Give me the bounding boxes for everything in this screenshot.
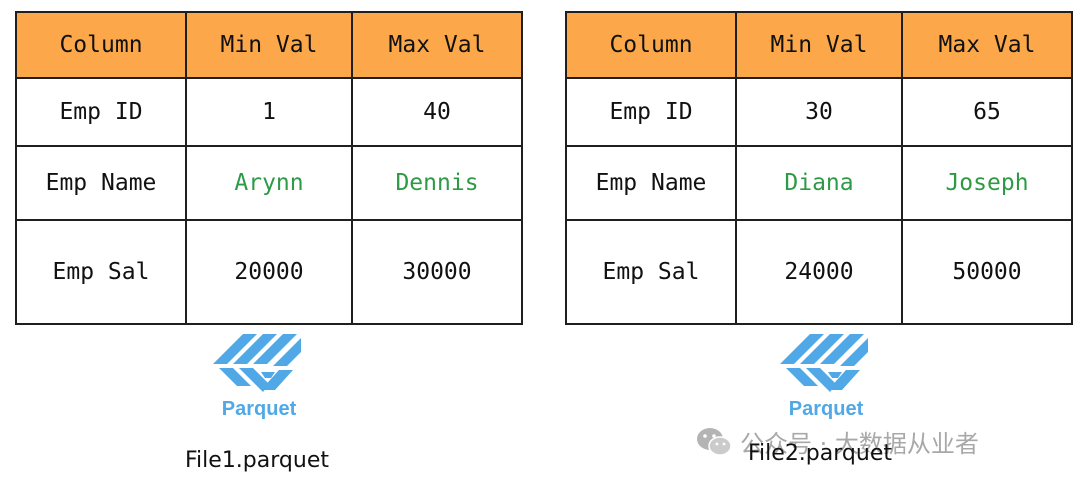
row-column-name: Emp ID [565, 77, 737, 147]
header-max-val: Max Val [901, 11, 1073, 79]
watermark-text: 公众号 · 大数据从业者 [740, 430, 979, 458]
row-min-value: Arynn [185, 145, 353, 221]
row-min-value: Diana [735, 145, 903, 221]
table-row: Emp ID 30 65 [565, 77, 1073, 147]
row-min-value: 24000 [735, 219, 903, 325]
row-min-value: 1 [185, 77, 353, 147]
file2-name: File2.parquet [748, 441, 892, 466]
parquet-logo-text: Parquet [221, 398, 297, 420]
row-max-value: 65 [901, 77, 1073, 147]
table-row: Emp Name Arynn Dennis [15, 145, 523, 221]
header-max-val: Max Val [351, 11, 523, 79]
table-row: Emp Name Diana Joseph [565, 145, 1073, 221]
parquet-logo-icon [780, 334, 868, 392]
parquet-logo: Parquet [776, 332, 876, 421]
table-row: Emp ID 1 40 [15, 77, 523, 147]
file1-name: File1.parquet [185, 448, 329, 473]
table-header-row: Column Min Val Max Val [565, 11, 1073, 79]
header-min-val: Min Val [185, 11, 353, 79]
row-column-name: Emp ID [15, 77, 187, 147]
row-max-value: 30000 [351, 219, 523, 325]
row-column-name: Emp Sal [565, 219, 737, 325]
row-min-value: 30 [735, 77, 903, 147]
row-column-name: Emp Name [565, 145, 737, 221]
row-max-value: Dennis [351, 145, 523, 221]
file1-stats-table: Column Min Val Max Val Emp ID 1 40 Emp N… [15, 11, 523, 325]
row-min-value: 20000 [185, 219, 353, 325]
row-column-name: Emp Name [15, 145, 187, 221]
table-header-row: Column Min Val Max Val [15, 11, 523, 79]
table-row: Emp Sal 20000 30000 [15, 219, 523, 325]
row-column-name: Emp Sal [15, 219, 187, 325]
row-max-value: 50000 [901, 219, 1073, 325]
header-min-val: Min Val [735, 11, 903, 79]
parquet-logo-text: Parquet [788, 398, 864, 420]
row-max-value: Joseph [901, 145, 1073, 221]
parquet-logo: Parquet [209, 332, 309, 421]
file2-stats-table: Column Min Val Max Val Emp ID 30 65 Emp … [565, 11, 1073, 325]
header-column: Column [15, 11, 187, 79]
table-row: Emp Sal 24000 50000 [565, 219, 1073, 325]
header-column: Column [565, 11, 737, 79]
watermark: 公众号 · 大数据从业者 [696, 424, 979, 459]
row-max-value: 40 [351, 77, 523, 147]
wechat-icon [697, 427, 732, 456]
parquet-logo-icon [213, 334, 301, 392]
